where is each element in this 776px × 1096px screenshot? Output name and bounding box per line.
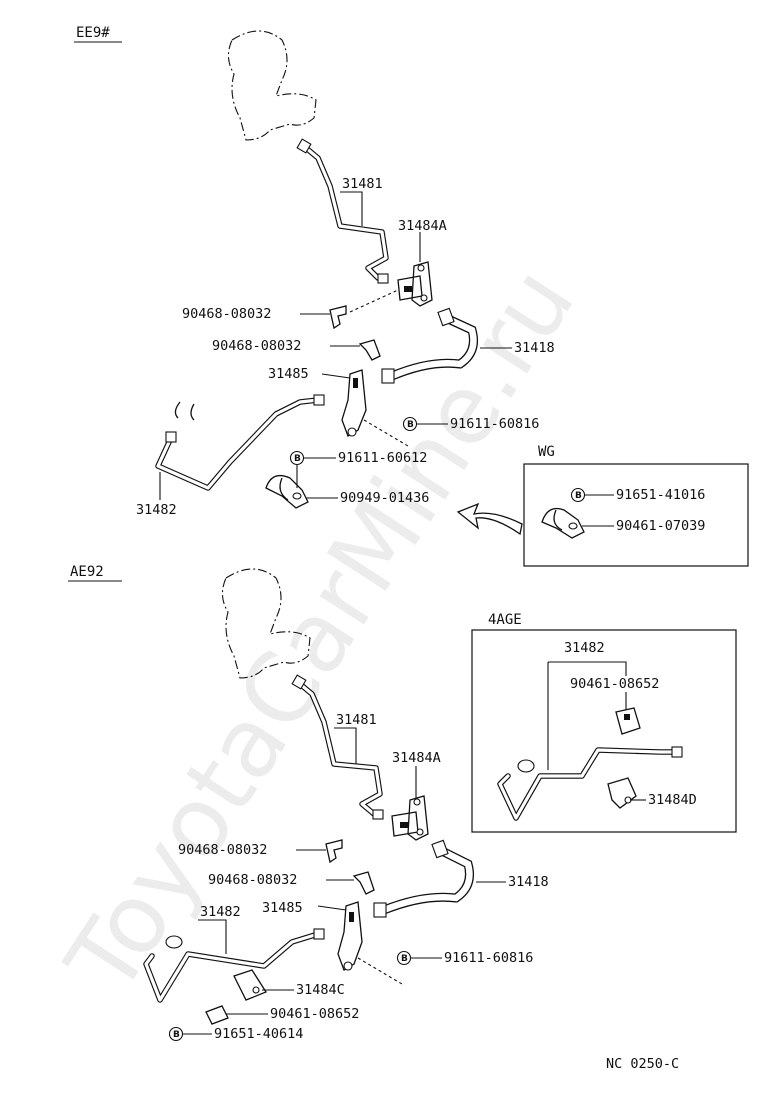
inset-4age: 4AGE 31482 90461-08652 31484D [471,612,737,833]
label-31482-ae92: 31482 [200,904,241,920]
inset-wg: WG B 91651-41016 90461-07039 [523,444,749,567]
clutch-tube-31481-ae92 [291,674,384,820]
clip-90468-c [325,839,343,864]
label-91611-60612: 91611-60612 [338,450,427,466]
flexible-hose-31418 [381,307,478,384]
svg-text:B: B [173,1030,180,1040]
label-90461-07039: 90461-07039 [616,518,705,534]
label-91651-40614: 91651-40614 [214,1026,303,1042]
section-ae92: AE92 [68,564,737,1072]
label-31484A: 31484A [398,218,447,234]
clutch-tube-31482-ae92 [143,928,325,1003]
label-31482: 31482 [136,502,177,518]
clutch-tube-31481 [296,138,389,284]
master-cylinder-outline-2 [221,568,311,679]
flexible-hose-31418-ae92 [373,839,474,918]
pipe-stub [174,401,195,421]
clamp-90949-01436 [265,474,309,509]
watermark: ToyotaCarMine.ru [45,248,596,1013]
label-31485-ae92: 31485 [262,900,303,916]
label-31418: 31418 [514,340,555,356]
label-91651-41016: 91651-41016 [616,487,705,503]
label-90461-08652-4age: 90461-08652 [570,676,659,692]
svg-text:B: B [294,454,301,464]
label-31481-ae92: 31481 [336,712,377,728]
section-ee9: EE9# [74,25,749,567]
clutch-tube-31482 [155,394,325,491]
label-90949-01436: 90949-01436 [340,490,429,506]
label-31418-ae92: 31418 [508,874,549,890]
svg-text:B: B [401,954,408,964]
label-90468-08032-b: 90468-08032 [212,338,301,354]
label-31481: 31481 [342,176,383,192]
inset-title-4age: 4AGE [488,612,522,628]
inset-arrow [456,502,523,536]
bracket-31484A [397,261,433,307]
label-31484D: 31484D [648,792,697,808]
diagram-code: NC 0250-C [606,1056,679,1072]
inset-title-wg: WG [538,444,555,460]
label-90461-08652-ae92: 90461-08652 [270,1006,359,1022]
label-31484A-ae92: 31484A [392,750,441,766]
clip-90461-08652 [205,1005,229,1025]
section-title-ae92: AE92 [70,564,104,580]
master-cylinder-outline [227,30,317,141]
label-31485: 31485 [268,366,309,382]
label-90468-08032-a: 90468-08032 [182,306,271,322]
label-90468-08032-d: 90468-08032 [208,872,297,888]
label-91611-60816-ae92: 91611-60816 [444,950,533,966]
bracket-31484C [233,969,267,1001]
clip-90468-a [329,305,347,330]
clip-90468-b [358,339,381,361]
label-91611-60816: 91611-60816 [450,416,539,432]
label-90468-08032-c: 90468-08032 [178,842,267,858]
label-31484C: 31484C [296,982,345,998]
label-31482-4age: 31482 [564,640,605,656]
bracket-31484A-ae92 [391,795,429,841]
svg-text:B: B [407,420,414,430]
section-title-ee9: EE9# [76,25,110,41]
svg-text:B: B [575,491,582,501]
clip-90468-d [352,871,375,895]
